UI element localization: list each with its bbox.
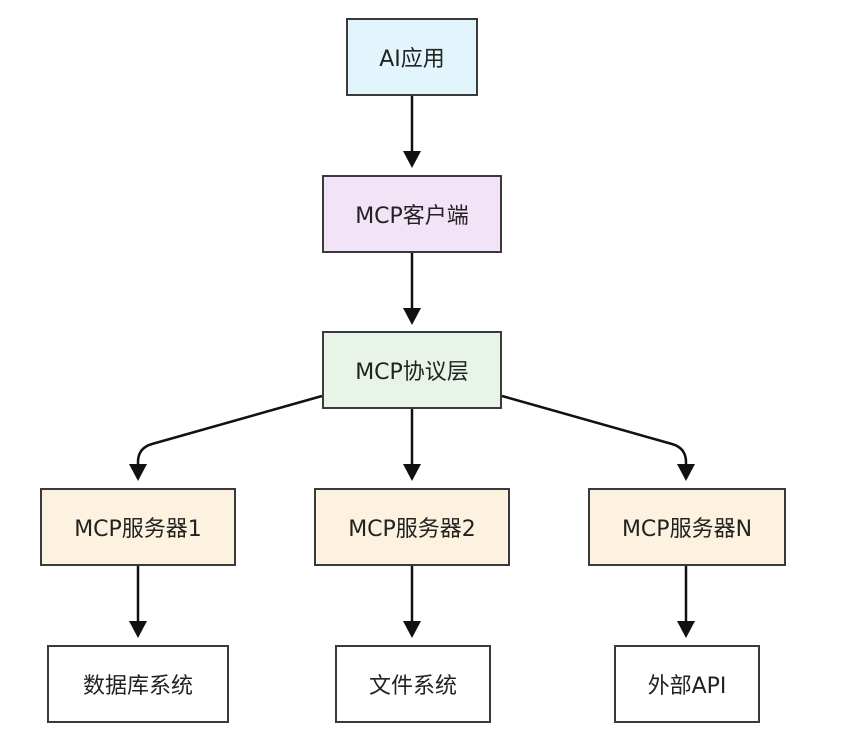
arrowhead-server-n-to-external-api (677, 621, 695, 638)
mcp-server-2-label: MCP服务器2 (348, 517, 476, 542)
database-system-node: 数据库系统 (47, 645, 229, 723)
arrowhead-protocol-to-server-2 (403, 464, 421, 481)
mcp-client-label: MCP客户端 (355, 204, 469, 229)
arrowhead-protocol-to-server-n (677, 464, 695, 481)
mcp-server-2-node: MCP服务器2 (314, 488, 510, 566)
external-api-node: 外部API (614, 645, 760, 723)
mcp-server-n-node: MCP服务器N (588, 488, 786, 566)
edge-protocol-to-server-n (501, 394, 688, 466)
mcp-server-n-label: MCP服务器N (621, 517, 753, 542)
mcp-protocol-layer-label: MCP协议层 (355, 360, 469, 385)
mcp-server-1-node: MCP服务器1 (40, 488, 236, 566)
external-api-label: 外部API (647, 674, 727, 699)
arrowhead-protocol-to-server-1 (129, 464, 147, 481)
arrowhead-app-to-client (403, 151, 421, 168)
file-system-label: 文件系统 (368, 674, 457, 699)
ai-app-node: AI应用 (346, 18, 478, 96)
arrowhead-server-2-to-file-system (403, 621, 421, 638)
ai-app-label: AI应用 (379, 47, 445, 72)
database-system-label: 数据库系统 (82, 674, 193, 699)
file-system-node: 文件系统 (335, 645, 491, 723)
mcp-client-node: MCP客户端 (322, 175, 502, 253)
mcp-protocol-layer-node: MCP协议层 (322, 331, 502, 409)
edge-protocol-to-server-1 (136, 394, 323, 466)
arrowhead-client-to-protocol (403, 308, 421, 325)
arrowhead-server-1-to-database (129, 621, 147, 638)
mcp-server-1-label: MCP服务器1 (74, 517, 202, 542)
